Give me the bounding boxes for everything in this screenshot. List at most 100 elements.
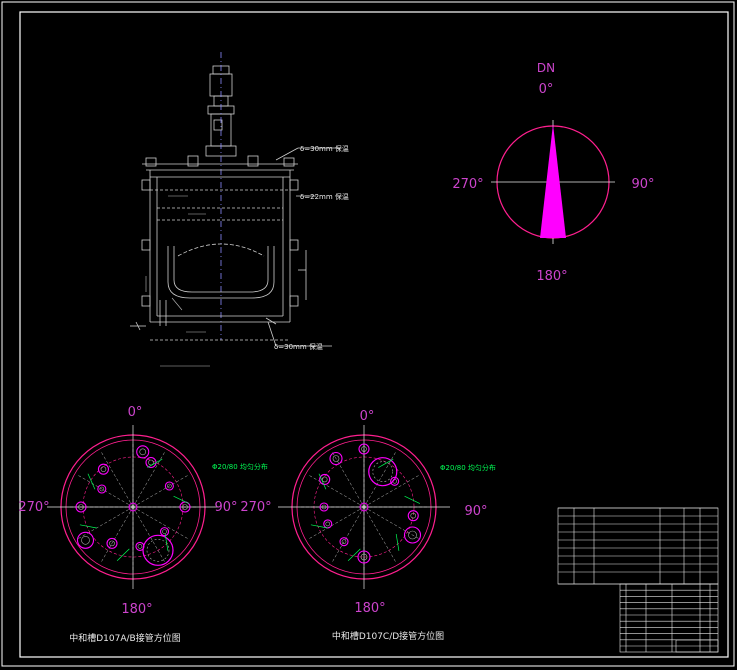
nozzle-icon bbox=[319, 502, 329, 512]
radial-guide bbox=[132, 506, 166, 563]
radial-guide bbox=[100, 506, 134, 563]
nozzle-icon bbox=[357, 550, 371, 564]
radial-guide bbox=[132, 451, 166, 508]
nozzle-bore-icon bbox=[167, 483, 172, 489]
nozzle-icon bbox=[323, 519, 333, 529]
center-shaft-icon bbox=[359, 502, 369, 512]
manhole-inner-icon bbox=[146, 539, 170, 562]
insulation-note-bottom: δ=30mm 保温 bbox=[274, 342, 323, 351]
radial-guide bbox=[308, 474, 365, 508]
radial-guide bbox=[132, 474, 189, 508]
nozzle-bore-icon bbox=[360, 553, 368, 561]
manhole-icon bbox=[142, 534, 174, 566]
compass-west-label: 270° bbox=[452, 177, 483, 192]
vessel-top-head bbox=[142, 155, 298, 178]
nozzle-bore-icon bbox=[321, 504, 327, 510]
dimension-leader bbox=[147, 458, 163, 468]
dimension-leader bbox=[87, 473, 96, 490]
nozzle-icon bbox=[97, 463, 109, 475]
plan-right-left-label: 270° bbox=[240, 500, 271, 515]
dimension-leader bbox=[395, 533, 400, 551]
plan-right-callout: Φ20/80 均匀分布 bbox=[440, 463, 496, 472]
dimension-leader bbox=[404, 495, 421, 504]
dimension-leader bbox=[347, 548, 361, 561]
vessel-bottom bbox=[130, 300, 290, 341]
title-block-border bbox=[619, 583, 719, 653]
plan-right-right-label: 90° bbox=[464, 504, 487, 519]
dimension-leader bbox=[79, 524, 97, 529]
radial-guide bbox=[363, 451, 397, 508]
radial-guide bbox=[331, 451, 365, 508]
radial-guide bbox=[132, 506, 189, 540]
plan-right-top-label: 0° bbox=[360, 409, 375, 424]
nozzle-bore-icon bbox=[139, 448, 147, 456]
nozzle-bore-icon bbox=[78, 504, 84, 510]
compass-south-label: 180° bbox=[536, 269, 567, 284]
center-shaft-icon bbox=[128, 502, 138, 512]
vessel-elevation bbox=[130, 52, 340, 367]
plan-left-caption: 中和槽D107A/B接管方位图 bbox=[69, 632, 180, 644]
plan-right-caption: 中和槽D107C/D接管方位图 bbox=[332, 630, 444, 642]
dimension-leader bbox=[164, 533, 169, 551]
radial-guide bbox=[363, 506, 397, 563]
north-arrow-icon bbox=[540, 124, 566, 238]
plan-right-bottom-label: 180° bbox=[354, 601, 385, 616]
nozzle-icon bbox=[75, 501, 87, 513]
nozzle-icon bbox=[76, 531, 95, 549]
nozzle-icon bbox=[145, 456, 157, 469]
nozzle-bore-icon bbox=[408, 530, 417, 540]
nozzle-plan-left bbox=[47, 425, 219, 589]
nozzle-icon bbox=[358, 443, 370, 455]
plan-left-callout: Φ20/80 均匀分布 bbox=[212, 462, 268, 471]
compass-east-label: 90° bbox=[631, 177, 654, 192]
nozzle-bore-icon bbox=[100, 466, 107, 472]
nozzle-table-and-title-block bbox=[557, 507, 719, 653]
dimension-leader bbox=[310, 524, 328, 529]
dimension-leader bbox=[173, 495, 190, 504]
compass-north-label: 0° bbox=[539, 82, 554, 97]
manhole-inner-icon bbox=[372, 461, 394, 482]
plan-left-top-label: 0° bbox=[128, 405, 143, 420]
dimension-leader bbox=[116, 548, 130, 561]
radial-guide bbox=[77, 506, 134, 540]
vessel-annotations bbox=[145, 195, 210, 367]
nozzle-icon bbox=[390, 476, 400, 486]
nozzle-icon bbox=[106, 537, 118, 549]
leader-lines bbox=[267, 147, 340, 347]
nozzle-icon bbox=[164, 481, 174, 491]
radial-guide bbox=[100, 451, 134, 508]
vessel-shell bbox=[149, 170, 291, 323]
nozzle-icon bbox=[407, 510, 419, 522]
north-compass bbox=[491, 120, 615, 244]
dimension-leader bbox=[318, 473, 327, 490]
nozzle-bore-icon bbox=[137, 544, 143, 549]
nozzle-icon bbox=[403, 526, 422, 544]
nozzle-table-border bbox=[557, 507, 719, 585]
nozzle-bore-icon bbox=[109, 540, 115, 547]
plan-left-left-label: 270° bbox=[18, 500, 49, 515]
nozzle-icon bbox=[97, 484, 107, 494]
nozzle-bore-icon bbox=[321, 476, 328, 483]
insulation-note-top: δ=30mm 保温 bbox=[300, 144, 349, 153]
inner-border bbox=[19, 11, 729, 658]
nozzle-icon bbox=[136, 445, 150, 459]
anchor-agitator bbox=[167, 246, 275, 299]
radial-guide bbox=[363, 474, 420, 508]
nozzle-bore-icon bbox=[162, 529, 167, 534]
agitator-drive bbox=[205, 52, 237, 340]
nozzle-bore-icon bbox=[332, 455, 340, 462]
nozzle-bore-icon bbox=[361, 446, 367, 452]
nozzle-bore-icon bbox=[182, 504, 188, 510]
side-nozzles bbox=[141, 179, 307, 307]
manhole-icon bbox=[368, 457, 398, 487]
dimension-leader bbox=[378, 458, 394, 468]
nozzle-bore-icon bbox=[99, 486, 105, 492]
nozzle-bore-icon bbox=[148, 459, 154, 466]
radial-guide bbox=[308, 506, 365, 540]
nozzle-icon bbox=[159, 527, 170, 537]
plan-left-bottom-label: 180° bbox=[121, 602, 152, 617]
nozzle-icon bbox=[329, 451, 343, 466]
nozzle-plan-right bbox=[278, 425, 450, 589]
